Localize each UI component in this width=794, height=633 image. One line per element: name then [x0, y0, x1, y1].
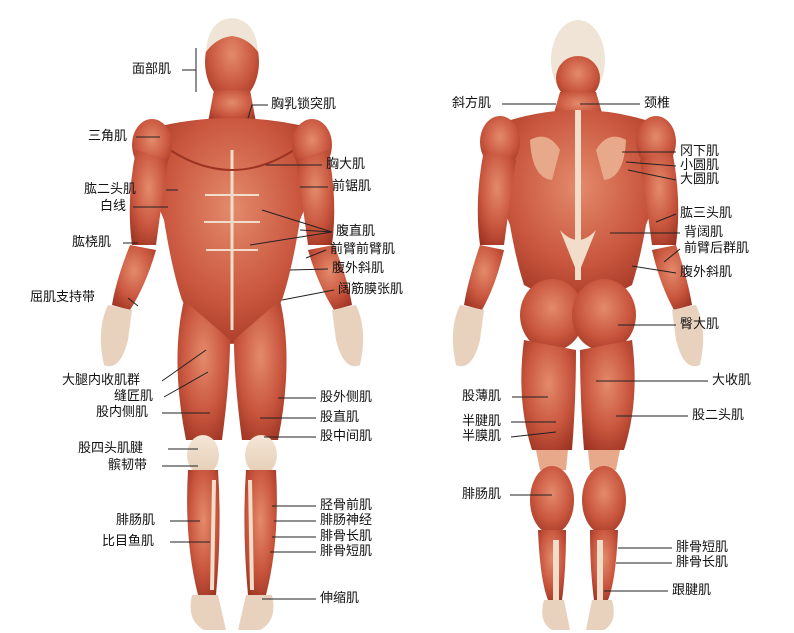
label-face-muscle: 面部肌 [132, 63, 171, 77]
label-gastrocnemius-front: 腓肠肌 [116, 514, 155, 528]
label-semitendinosus: 半腱肌 [462, 415, 501, 429]
label-extensor-retinaculum: 伸缩肌 [320, 592, 359, 606]
label-external-oblique-front: 腹外斜肌 [332, 262, 384, 276]
label-scm: 胸乳锁突肌 [271, 98, 336, 112]
label-gluteus: 臀大肌 [680, 318, 719, 332]
label-forearm-front: 前臂前臂肌 [330, 243, 395, 257]
front-neck [208, 90, 256, 122]
label-rectus-abdominis: 腹直肌 [336, 225, 375, 239]
label-forearm-back: 前臂后群肌 [684, 242, 749, 256]
label-achilles: 跟腱肌 [672, 584, 711, 598]
label-peroneus-brevis-front: 腓骨短肌 [320, 545, 372, 559]
label-tibialis-anterior: 胫骨前肌 [320, 499, 372, 513]
label-peroneus-brevis-back: 腓骨短肌 [676, 541, 728, 555]
label-adductor-magnus: 大收肌 [712, 374, 751, 388]
label-cervical: 颈椎 [644, 97, 670, 111]
label-teres-minor: 小圆肌 [680, 159, 719, 173]
label-gracilis: 股薄肌 [462, 390, 501, 404]
label-latissimus: 背阔肌 [684, 226, 723, 240]
label-peroneal-nerve: 腓肠神经 [320, 514, 372, 528]
label-patellar-ligament: 髌韧带 [108, 459, 147, 473]
label-rectus-femoris: 股直肌 [320, 411, 359, 425]
label-infraspinatus: 冈下肌 [680, 145, 719, 159]
label-sartorius: 缝匠肌 [114, 390, 153, 404]
label-pectoralis: 胸大肌 [326, 158, 365, 172]
label-vastus-intermedius: 股中间肌 [320, 430, 372, 444]
label-vastus-lateralis: 股外侧肌 [320, 391, 372, 405]
label-hamstrings: 股二头肌 [692, 409, 744, 423]
label-vastus-medialis: 股内侧肌 [96, 406, 148, 420]
label-deltoid: 三角肌 [88, 130, 127, 144]
label-trapezius: 斜方肌 [452, 97, 491, 111]
label-soleus: 比目鱼肌 [102, 535, 154, 549]
label-external-oblique-back: 腹外斜肌 [680, 266, 732, 280]
label-gastrocnemius-back: 腓肠肌 [462, 488, 501, 502]
label-flexor-retinaculum: 屈肌支持带 [30, 291, 95, 305]
label-tfl: 阔筋膜张肌 [338, 283, 403, 297]
label-adductors: 大腿内收肌群 [62, 374, 140, 388]
label-peroneus-longus-front: 腓骨长肌 [320, 530, 372, 544]
label-quad-tendon: 股四头肌腱 [78, 442, 143, 456]
label-semimembranosus: 半膜肌 [462, 430, 501, 444]
label-peroneus-longus-back: 腓骨长肌 [676, 556, 728, 570]
label-teres-major: 大圆肌 [680, 173, 719, 187]
label-linea-alba: 白线 [100, 200, 126, 214]
label-triceps: 肱三头肌 [680, 207, 732, 221]
label-serratus: 前锯肌 [332, 180, 371, 194]
label-biceps: 肱二头肌 [84, 183, 136, 197]
label-brachioradialis: 肱桡肌 [72, 236, 111, 250]
